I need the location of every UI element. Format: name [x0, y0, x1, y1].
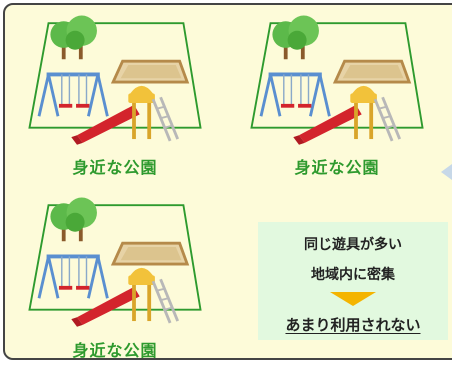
info-line-1: 同じ遊具が多い [304, 237, 402, 253]
park-label: 身近な公園 [294, 158, 380, 177]
park-label: 身近な公園 [72, 158, 158, 177]
park-illustration-3: 身近な公園 [20, 190, 210, 360]
park-illustration-2: 身近な公園 [242, 8, 432, 177]
down-arrow-icon [330, 292, 376, 306]
info-result: あまり利用されない [285, 316, 421, 334]
park-illustration-1: 身近な公園 [20, 8, 210, 177]
info-line-2: 地域内に密集 [311, 267, 395, 283]
park-art [27, 13, 203, 147]
info-box: 同じ遊具が多い 地域内に密集 あまり利用されない [258, 222, 448, 340]
park-label: 身近な公園 [72, 341, 158, 360]
park-art [249, 13, 425, 147]
park-art [27, 195, 203, 329]
left-arrow-icon [441, 164, 452, 180]
